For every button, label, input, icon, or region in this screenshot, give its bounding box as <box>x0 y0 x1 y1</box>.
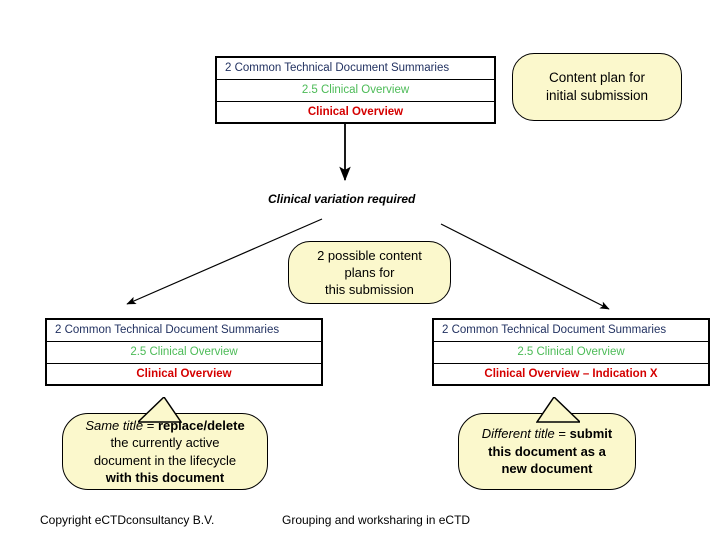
note-text-block: Content plan for initial submission <box>546 69 648 105</box>
callout-different-title: Different title = submit this document a… <box>458 397 636 490</box>
center-note-line-3: this submission <box>325 282 414 298</box>
note-line-2: initial submission <box>545 88 649 103</box>
right-callout-line-1-italic: Different title <box>481 426 555 442</box>
left-callout-line-1: Same title = replace/delete <box>85 417 244 434</box>
footer-copyright: Copyright eCTDconsultancy B.V. <box>40 513 215 527</box>
left-callout-line-2: the currently active <box>110 435 220 451</box>
ctd-right-level1-label: 2 Common Technical Document Summaries <box>434 320 708 342</box>
ctd-left-level1-label: 2 Common Technical Document Summaries <box>47 320 321 342</box>
ctd-level2-label: 2.5 Clinical Overview <box>217 80 494 102</box>
clinical-variation-label: Clinical variation required <box>268 192 416 206</box>
left-callout-line-1-italic: Same title <box>85 417 144 433</box>
left-callout-line-3: document in the lifecycle <box>93 452 237 468</box>
right-callout-line-1-bold: submit <box>569 426 613 442</box>
ctd-right-level2-label: 2.5 Clinical Overview <box>434 342 708 364</box>
center-note-line-2: plans for <box>344 264 395 280</box>
ctd-level1-label: 2 Common Technical Document Summaries <box>217 58 494 80</box>
callout-different-title-bubble: Different title = submit this document a… <box>458 413 636 490</box>
ctd-box-left[interactable]: 2 Common Technical Document Summaries 2.… <box>45 318 323 386</box>
ctd-level3-label: Clinical Overview <box>307 106 404 118</box>
arrow-to-right-box <box>440 223 610 310</box>
ctd-left-level3-label: Clinical Overview <box>136 368 232 380</box>
callout-same-title-bubble: Same title = replace/delete the currentl… <box>62 413 268 490</box>
callout-same-title: Same title = replace/delete the currentl… <box>62 397 268 490</box>
right-callout-line-1: Different title = submit <box>482 425 612 442</box>
left-callout-line-4: with this document <box>105 469 225 485</box>
footer-title: Grouping and worksharing in eCTD <box>282 513 471 527</box>
ctd-right-level3-label: Clinical Overview – Indication X <box>484 368 658 380</box>
center-note-line-1: 2 possible content <box>317 247 422 263</box>
ctd-left-level2-label: 2.5 Clinical Overview <box>47 342 321 364</box>
center-note-text-block: 2 possible content plans for this submis… <box>317 247 422 298</box>
right-callout-line-3: new document <box>501 461 593 477</box>
note-content-plan-initial: Content plan for initial submission <box>512 53 682 121</box>
ctd-box-top[interactable]: 2 Common Technical Document Summaries 2.… <box>215 56 496 124</box>
note-two-possible-plans: 2 possible content plans for this submis… <box>288 241 451 304</box>
right-callout-line-1-equals: = <box>554 426 570 442</box>
right-callout-line-2: this document as a <box>488 443 606 459</box>
left-callout-line-1-equals: = <box>143 417 158 433</box>
ctd-box-right[interactable]: 2 Common Technical Document Summaries 2.… <box>432 318 710 386</box>
note-line-1: Content plan for <box>548 70 646 86</box>
